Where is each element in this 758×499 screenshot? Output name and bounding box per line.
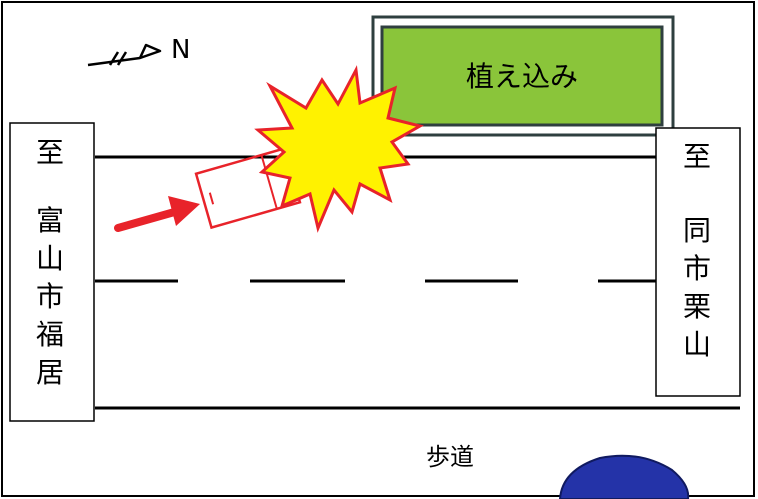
sign-right-char-1: 同 <box>683 214 711 247</box>
planting-box: 植え込み <box>371 15 675 137</box>
planting-fill <box>380 25 664 127</box>
sign-left-char-1: 富 <box>36 204 64 237</box>
sidewalk-label: 歩道 <box>426 443 474 471</box>
planting-label: 植え込み <box>466 60 578 93</box>
north-label: N <box>171 35 190 65</box>
sign-left-char-2: 山 <box>36 242 64 275</box>
sign-right-char-4: 山 <box>683 328 711 361</box>
sign-left-char-3: 市 <box>36 280 64 313</box>
sign-right-to: 至 <box>683 140 711 173</box>
collision-burst-icon <box>254 65 424 233</box>
sign-right-char-2: 市 <box>683 252 711 285</box>
sign-left-to: 至 <box>36 136 64 169</box>
sign-left-char-4: 福 <box>36 318 64 351</box>
sign-left: 至 富 山 市 福 居 <box>9 122 95 422</box>
north-indicator: N <box>87 35 190 67</box>
sign-right: 至 同 市 栗 山 <box>655 127 741 397</box>
sign-right-char-3: 栗 <box>683 290 711 323</box>
sign-left-char-5: 居 <box>36 356 64 389</box>
blue-object-icon <box>558 454 690 499</box>
north-arrow-icon <box>87 43 162 67</box>
direction-arrow-icon <box>114 196 200 232</box>
